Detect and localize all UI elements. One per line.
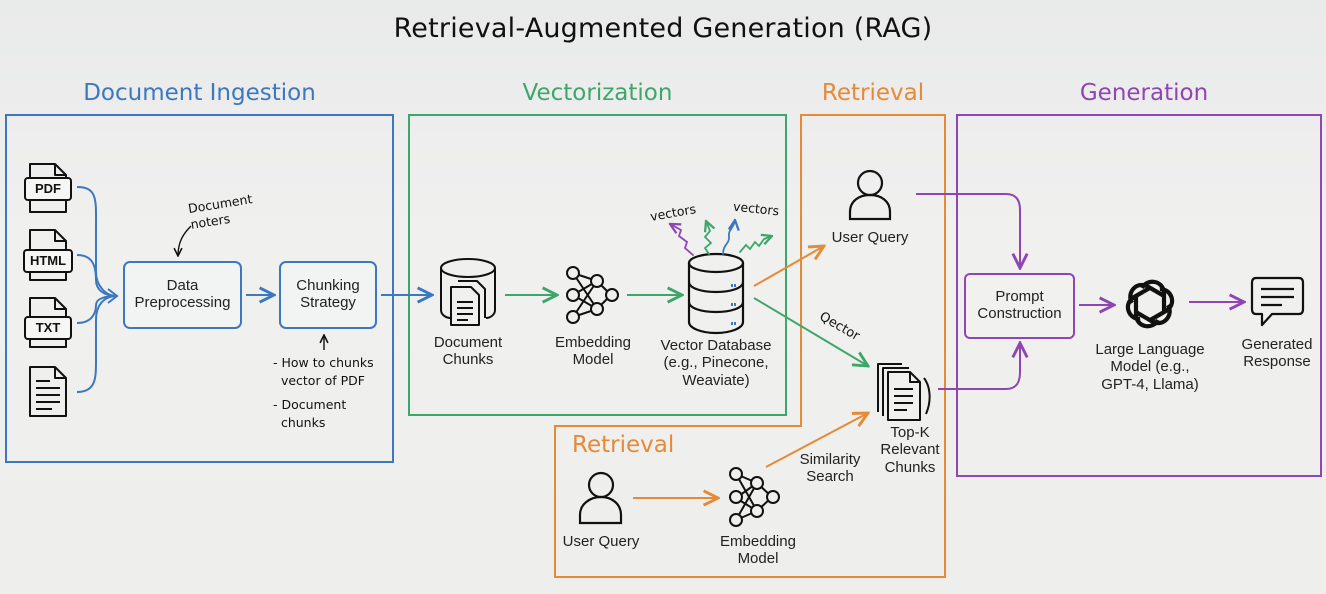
vector-database-label: Vector Database (e.g., Pinecone, Weaviat… <box>660 337 772 389</box>
chunking-strategy-box[interactable] <box>279 261 377 329</box>
chat-response-icon <box>1250 276 1305 327</box>
arrow-vectordb-to-user-query <box>753 246 824 287</box>
user-query-lower-icon <box>578 471 623 525</box>
note-chunking-how-to: - How to chunks vector of PDF <box>273 355 374 389</box>
file-label-txt: TXT <box>35 320 61 335</box>
user-query-lower-label: User Query <box>562 533 640 550</box>
file-icon-pdf <box>24 163 72 213</box>
file-merge-connectors <box>76 186 119 393</box>
data-preprocessing-label: Data Preprocessing <box>134 277 231 312</box>
arrow-similarity-search-to-topk <box>765 413 868 468</box>
file-icon-html <box>23 229 73 281</box>
file-icon-document <box>29 366 67 417</box>
ingestion-frame <box>5 114 394 463</box>
prompt-construction-box[interactable] <box>964 273 1075 339</box>
embedding-model-label: Embedding Model <box>555 334 631 369</box>
arrow-vectordb-to-topk <box>753 297 868 366</box>
section-title-vectorization: Vectorization <box>522 80 673 106</box>
llm-label: Large Language Model (e.g., GPT-4, Llama… <box>1095 341 1205 393</box>
embedding-model-lower-icon <box>729 467 780 527</box>
generated-response-label: Generated Response <box>1241 336 1313 371</box>
file-label-html: HTML <box>29 253 67 268</box>
section-title-retrieval-lower: Retrieval <box>572 432 675 458</box>
note-chunking-document-chunks: - Document chunks <box>273 397 347 431</box>
arrow-topk-to-prompt <box>938 343 1020 390</box>
section-title-ingestion: Document Ingestion <box>83 80 316 106</box>
prompt-construction-label: Prompt Construction <box>977 288 1062 323</box>
topk-chunks-icon <box>877 363 931 421</box>
document-chunks-icon <box>440 258 496 326</box>
document-chunks-label: Document Chunks <box>433 334 503 369</box>
generation-frame <box>956 114 1322 477</box>
embedding-model-icon <box>566 266 619 324</box>
file-icon-txt <box>24 297 72 348</box>
data-preprocessing-box[interactable] <box>123 261 242 329</box>
section-title-generation: Generation <box>1079 80 1209 106</box>
llm-icon <box>1125 279 1175 329</box>
similarity-search-label: Similarity Search <box>799 451 861 486</box>
embedding-model-lower-label: Embedding Model <box>720 533 796 568</box>
vectorization-frame <box>408 114 787 416</box>
user-query-label: User Query <box>831 229 909 246</box>
arrow-user-query-to-prompt <box>916 193 1020 268</box>
page-title: Retrieval-Augmented Generation (RAG) <box>393 13 933 44</box>
section-title-retrieval: Retrieval <box>821 80 925 106</box>
file-label-pdf: PDF <box>35 181 61 196</box>
chunking-strategy-label: Chunking Strategy <box>296 277 360 312</box>
retrieval-frame <box>554 114 946 578</box>
vector-database-icon <box>687 252 745 335</box>
user-query-icon <box>848 169 892 221</box>
vector-squiggles <box>670 220 772 256</box>
note-arrow-preprocessing <box>178 225 192 256</box>
topk-chunks-label: Top-K Relevant Chunks <box>880 424 940 476</box>
